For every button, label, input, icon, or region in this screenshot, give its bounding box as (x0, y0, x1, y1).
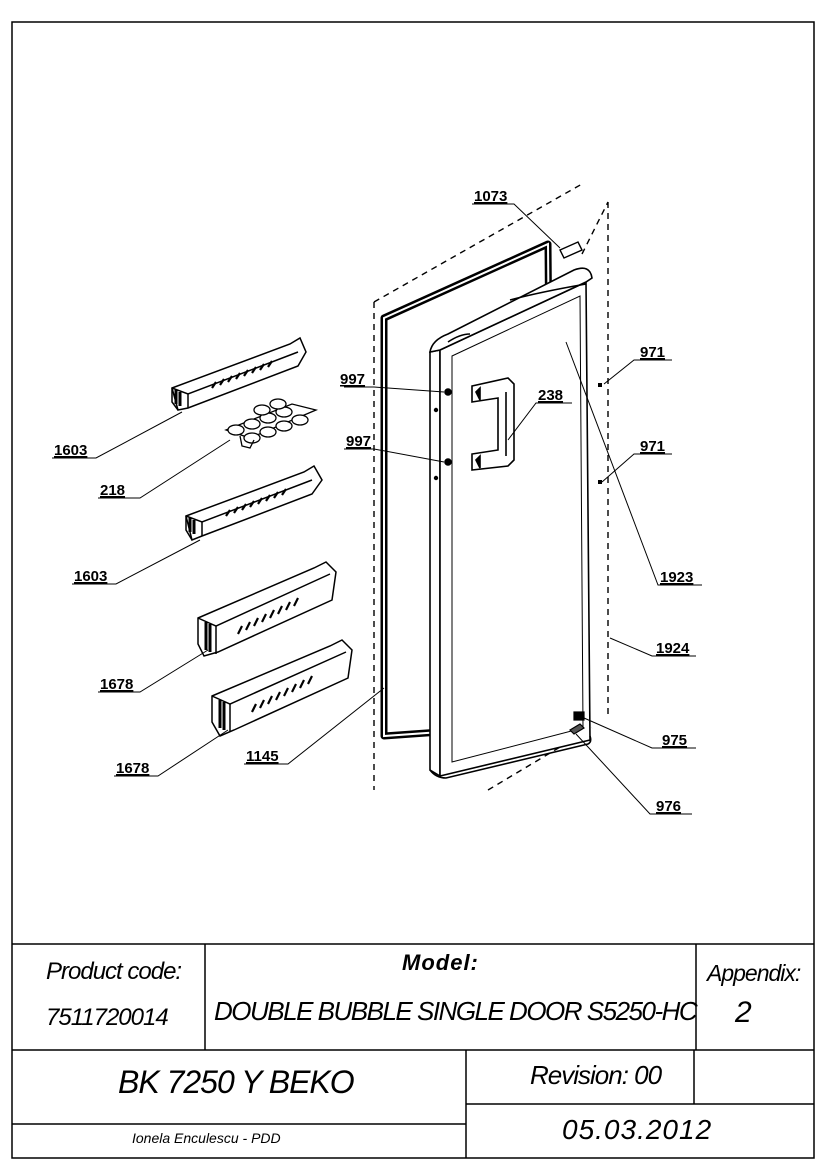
revision: Revision: 00 (530, 1060, 662, 1090)
door-handle (471, 377, 515, 471)
shelf-1678-upper (197, 561, 337, 657)
callout-971-bottom: 971 (640, 438, 665, 455)
callout-1678-upper: 1678 (100, 676, 133, 693)
drawing-frame (11, 21, 815, 1159)
callout-997-top: 997 (340, 371, 365, 388)
callout-218: 218 (100, 482, 125, 499)
callout-1603-middle: 1603 (74, 568, 107, 585)
callout-997-bottom: 997 (346, 433, 371, 450)
door-body (429, 267, 593, 779)
product-name: BK 7250 Y BEKO (118, 1064, 355, 1100)
product-code-label: Product code: (46, 958, 182, 985)
hinge-bushing (569, 711, 585, 735)
drawing-date: 05.03.2012 (562, 1114, 713, 1145)
callout-1603-top: 1603 (54, 442, 87, 459)
callout-1924: 1924 (656, 640, 690, 657)
callout-1145: 1145 (246, 748, 279, 765)
top-clip (559, 241, 583, 259)
plug-971-bottom (598, 480, 602, 484)
shelf-1678-lower (211, 639, 353, 737)
egg-tray (224, 398, 319, 449)
author: Ionela Enculescu - PDD (132, 1130, 281, 1146)
title-block-grid (12, 943, 814, 1158)
shelf-1603-top (171, 336, 307, 411)
appendix-label: Appendix: (707, 960, 801, 986)
product-code-value: 7511720014 (46, 1004, 169, 1031)
plug-971-top (598, 383, 602, 387)
callout-238: 238 (538, 387, 563, 404)
model-label: Model: (402, 950, 479, 975)
model-value: DOUBLE BUBBLE SINGLE DOOR S5250-HC (214, 996, 698, 1026)
callout-1923: 1923 (660, 569, 693, 586)
appendix-value: 2 (735, 996, 752, 1029)
shelf-1603-middle (185, 464, 323, 542)
callout-975: 975 (662, 732, 687, 749)
leader-lines (52, 203, 702, 815)
callout-labels: 1073 971 997 238 1603 997 971 218 1603 1… (54, 188, 693, 815)
callout-1678-lower: 1678 (116, 760, 149, 777)
callout-976: 976 (656, 798, 681, 815)
callout-1073: 1073 (474, 188, 507, 205)
callout-971-top: 971 (640, 344, 665, 361)
